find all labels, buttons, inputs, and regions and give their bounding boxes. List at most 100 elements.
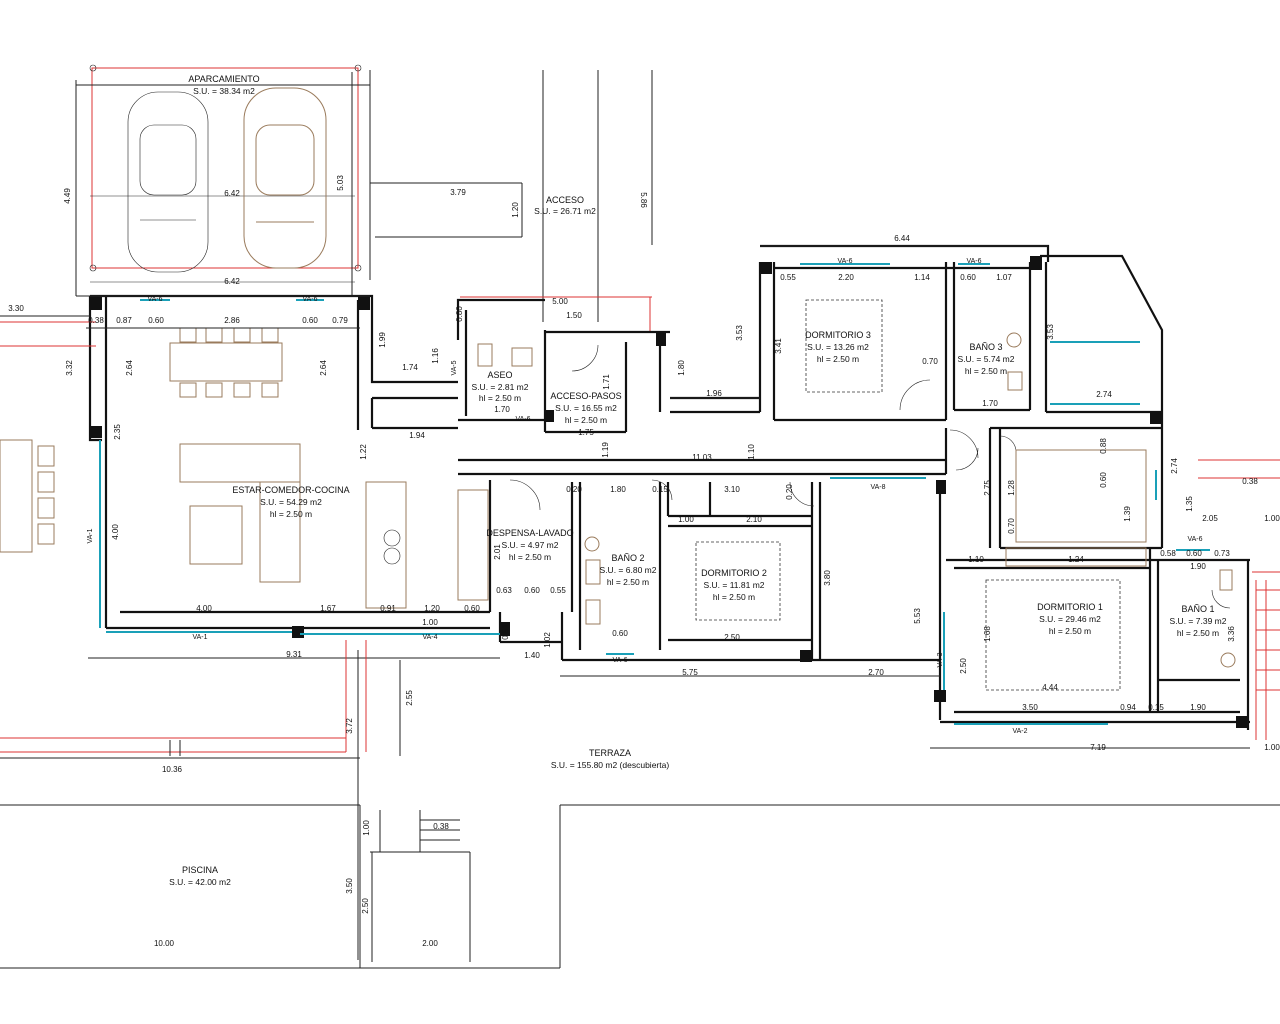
dimension-label: 2.05	[1202, 514, 1218, 523]
room-surface: S.U. = 6.80 m2	[600, 565, 657, 575]
dimension-label: 1.20	[424, 604, 440, 613]
dimension-label: 0.58	[1160, 549, 1176, 558]
dimension-label: 3.50	[1022, 703, 1038, 712]
dimension-label: 0.60	[1186, 549, 1202, 558]
dimension-label: 1.80	[610, 485, 626, 494]
walls	[88, 244, 1250, 730]
parking-area	[75, 64, 371, 296]
glazing	[99, 263, 1210, 725]
dimension-label: 0.80	[455, 306, 464, 322]
window-tags: VA-6 VA-6 VA-6 VA-6 VA-1 VA-1 VA-4 VA-5 …	[87, 258, 1203, 735]
dimension-label: 11.03	[692, 453, 712, 462]
dimension-label: 1.22	[359, 444, 368, 460]
room-surface: S.U. = 38.34 m2	[193, 86, 255, 96]
dimension-label: 2.00	[422, 939, 438, 948]
dimension-label: 1.40	[524, 651, 540, 660]
dimension-label: 0.60	[524, 586, 540, 595]
dimension-label: 2.35	[113, 424, 122, 440]
dimension-label: 0.91	[380, 604, 396, 613]
dimension-label: 1.16	[431, 348, 440, 364]
window-tag: VA-6	[302, 296, 317, 303]
dimension-label: 1.68	[983, 626, 992, 642]
dimension-label: 3.79	[450, 188, 466, 197]
dimension-label: 6.44	[894, 234, 910, 243]
room-height: hl = 2.50 m	[565, 415, 607, 425]
dimension-label: 9.31	[286, 650, 302, 659]
room-surface: S.U. = 2.81 m2	[472, 382, 529, 392]
dimension-label: 3.41	[774, 338, 783, 354]
dimension-label: 2.64	[319, 360, 328, 376]
dimension-label: 1.00	[422, 618, 438, 627]
dimension-label: 1.71	[602, 374, 611, 390]
dimension-label: 5.03	[336, 175, 345, 191]
dimension-label: 1.35	[1185, 496, 1194, 512]
dimension-label: 0.15	[652, 485, 668, 494]
dimension-label: 0.38	[433, 822, 449, 831]
dimension-label: 10.36	[162, 765, 183, 774]
room-name: ACCESO	[546, 195, 584, 205]
dimension-label: 0.70	[1007, 518, 1016, 534]
dimension-label: 0.20	[566, 485, 582, 494]
dimension-label: 1.24	[1068, 555, 1084, 564]
dimension-label: 2.50	[959, 658, 968, 674]
dimension-label: 4.00	[111, 524, 120, 540]
furniture	[0, 299, 1236, 691]
dimension-label: 3.53	[735, 325, 744, 341]
dimension-label: 3.32	[65, 360, 74, 376]
dimension-label: 0.60	[612, 629, 628, 638]
room-name: BAÑO 3	[969, 342, 1002, 352]
dimension-label: 2.74	[1096, 390, 1112, 399]
dimension-label: 0.60	[148, 316, 164, 325]
dimension-label: 0.15	[1148, 703, 1164, 712]
window-tag: VA-6	[147, 296, 162, 303]
dimension-label: 3.10	[724, 485, 740, 494]
dimension-label: 3.30	[8, 304, 24, 313]
window-tag: VA-3	[937, 652, 944, 667]
dimension-label: 3.36	[1227, 626, 1236, 642]
dimension-label: 1.20	[511, 202, 520, 218]
dimension-label: 3.72	[345, 718, 354, 734]
dimension-label: 0.79	[332, 316, 348, 325]
room-name: DESPENSA-LAVADO	[486, 528, 573, 538]
room-height: hl = 2.50 m	[1177, 628, 1219, 638]
dimension-label: 0.60	[464, 604, 480, 613]
room-surface: S.U. = 42.00 m2	[169, 877, 231, 887]
window-tag: VA-6	[612, 657, 627, 664]
dimension-label: 5.75	[682, 668, 698, 677]
room-name: DORMITORIO 3	[805, 330, 871, 340]
dimension-label: 1.02	[543, 632, 552, 648]
dimension-label: 0.60	[1099, 472, 1108, 488]
dimension-label: 3.50	[345, 878, 354, 894]
dimension-label: 4.44	[1042, 683, 1058, 692]
dimension-label: 5.86	[639, 192, 648, 208]
room-surface: S.U. = 5.74 m2	[958, 354, 1015, 364]
window-tag: VA-6	[1187, 536, 1202, 543]
window-tag: VA-6	[966, 258, 981, 265]
room-name: DORMITORIO 2	[701, 568, 767, 578]
window-tag: VA-1	[87, 528, 94, 543]
dimension-label: 0.60	[960, 273, 976, 282]
dimension-label: 0.60	[302, 316, 318, 325]
room-surface: S.U. = 26.71 m2	[534, 206, 596, 216]
dimension-label: 2.20	[838, 273, 854, 282]
room-name: TERRAZA	[589, 748, 631, 758]
dimension-label: 2.10	[746, 515, 762, 524]
window-tag: VA-4	[422, 634, 437, 641]
car-icon	[127, 91, 209, 273]
room-surface: S.U. = 29.46 m2	[1039, 614, 1101, 624]
dimension-label: 6.42	[224, 189, 240, 198]
dimension-label: 2.70	[868, 668, 884, 677]
room-name: PISCINA	[182, 865, 218, 875]
dimension-label: 2.64	[125, 360, 134, 376]
dimension-label: 2.55	[405, 690, 414, 706]
dimension-label: 1.90	[1190, 703, 1206, 712]
dimension-label: 0.94	[1120, 703, 1136, 712]
room-name: ASEO	[487, 370, 512, 380]
dimension-label: 2.74	[1170, 458, 1179, 474]
dimension-label: 1.96	[706, 389, 722, 398]
dimension-label: 1.90	[1190, 562, 1206, 571]
dimension-label: 1.75	[578, 428, 594, 437]
room-surface: S.U. = 11.81 m2	[703, 580, 764, 590]
window-tag: VA-8	[870, 484, 885, 491]
